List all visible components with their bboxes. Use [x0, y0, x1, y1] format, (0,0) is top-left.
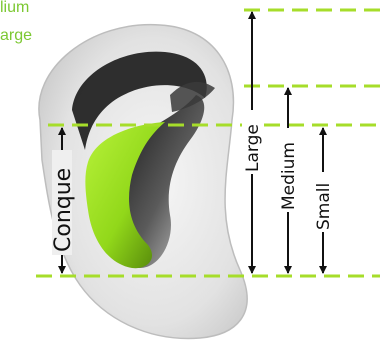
legend-text-top: lium: [0, 0, 29, 16]
large-measure: Large: [242, 11, 263, 274]
conque-label: Conque: [51, 168, 76, 252]
medium-measure: Medium: [278, 87, 299, 274]
small-measure: Small: [313, 127, 334, 274]
medium-label: Medium: [279, 142, 299, 210]
large-label: Large: [243, 124, 263, 172]
legend-text-bottom: arge: [0, 27, 32, 44]
small-label: Small: [314, 183, 334, 230]
